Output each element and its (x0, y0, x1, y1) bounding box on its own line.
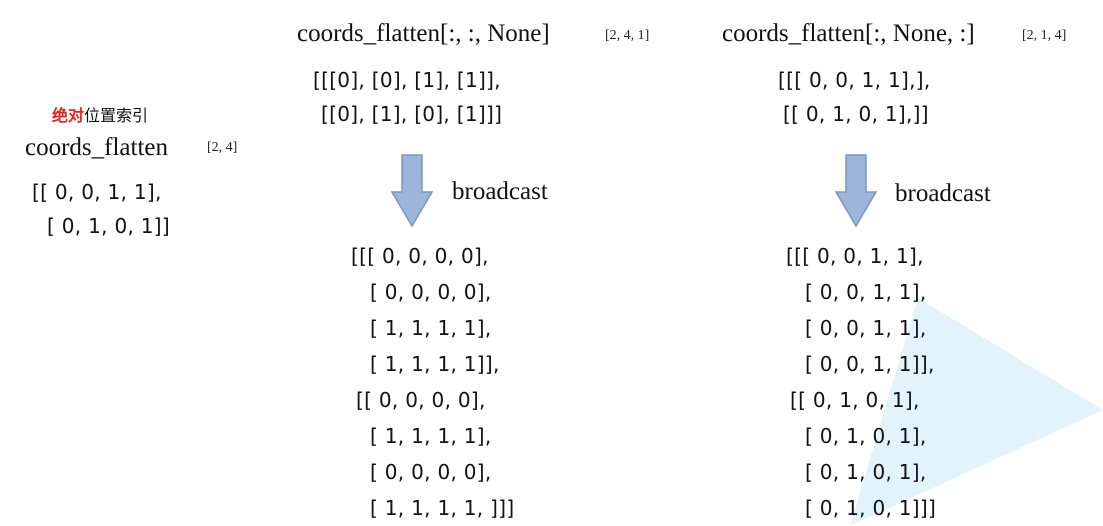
middle-array-line: [[[0], [0], [1], [1]], (313, 68, 501, 92)
right-result-line: [ 0, 0, 1, 1], (805, 316, 927, 340)
middle-result-line: [[[ 0, 0, 0, 0], (351, 244, 489, 268)
middle-result-line: [[ 0, 0, 0, 0], (356, 388, 486, 412)
middle-result-line: [ 1, 1, 1, 1]], (370, 352, 500, 376)
middle-shape: [2, 4, 1] (605, 28, 650, 43)
middle-result-line: [ 1, 1, 1, 1], (370, 316, 492, 340)
middle-result-line: [ 0, 0, 0, 0], (370, 460, 492, 484)
left-array-line: [ 0, 1, 0, 1]] (47, 214, 171, 238)
middle-title: coords_flatten[:, :, None] (297, 20, 550, 47)
right-result-line: [ 0, 1, 0, 1], (805, 460, 927, 484)
down-arrow-icon (834, 154, 878, 228)
right-result-line: [ 0, 0, 1, 1]], (805, 352, 935, 376)
label-highlight: 绝对 (52, 106, 85, 125)
right-result-line: [ 0, 1, 0, 1]]] (805, 496, 937, 520)
middle-result-line: [ 1, 1, 1, 1], (370, 424, 492, 448)
label-rest: 位置索引 (84, 106, 149, 125)
middle-array-line: [[0], [1], [0], [1]]] (321, 102, 503, 126)
middle-result-line: [ 0, 0, 0, 0], (370, 280, 492, 304)
middle-broadcast-label: broadcast (452, 178, 548, 205)
right-array-line: [[ 0, 1, 0, 1],]] (783, 102, 929, 126)
middle-result-line: [ 1, 1, 1, 1, ]]] (370, 496, 515, 520)
right-broadcast-label: broadcast (895, 180, 991, 207)
left-shape: [2, 4] (207, 140, 238, 155)
right-result-line: [[[ 0, 0, 1, 1], (786, 244, 924, 268)
right-shape: [2, 1, 4] (1022, 28, 1067, 43)
left-array-line: [[ 0, 0, 1, 1], (32, 180, 162, 204)
right-array-line: [[[ 0, 0, 1, 1],], (778, 68, 931, 92)
absolute-position-index-label: 绝对位置索引 (52, 102, 148, 126)
right-title: coords_flatten[:, None, :] (722, 20, 975, 47)
right-result-line: [ 0, 0, 1, 1], (805, 280, 927, 304)
down-arrow-icon (390, 154, 434, 228)
left-title: coords_flatten (25, 134, 169, 161)
right-result-line: [[ 0, 1, 0, 1], (790, 388, 920, 412)
right-result-line: [ 0, 1, 0, 1], (805, 424, 927, 448)
